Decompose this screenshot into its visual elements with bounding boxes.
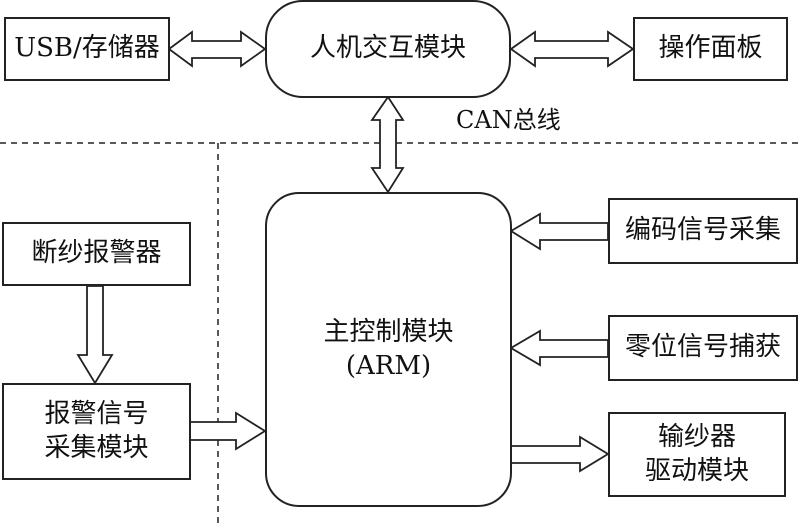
operation-panel-node: 操作面板 [633, 17, 788, 81]
usb-storage-node: USB/存储器 [4, 17, 170, 81]
zero-signal-capture-label: 零位信号捕获 [624, 332, 781, 363]
alarm-signal-acq-node: 报警信号 采集模块 [2, 383, 191, 480]
yarn-break-alarm-node: 断纱报警器 [2, 222, 191, 286]
encoder-signal-acq-node: 编码信号采集 [608, 198, 798, 264]
arrow-acq-to-main [189, 411, 267, 451]
alarm-signal-acq-label-line1: 报警信号 [44, 398, 149, 429]
arrow-usb-hmi [167, 30, 267, 68]
usb-storage-label: USB/存储器 [14, 33, 160, 64]
can-bus-label: CAN总线 [456, 106, 561, 134]
yarn-feeder-driver-node: 输纱器 驱动模块 [608, 412, 786, 497]
alarm-signal-acq-label-line2: 采集模块 [44, 432, 149, 463]
operation-panel-label: 操作面板 [658, 33, 763, 64]
encoder-signal-acq-label: 编码信号采集 [624, 215, 781, 246]
yarn-break-alarm-label: 断纱报警器 [31, 238, 162, 269]
arrow-encoder-to-main [509, 212, 609, 251]
arrow-alarm-to-acq [76, 285, 114, 385]
arrow-hmi-panel [509, 30, 635, 68]
zero-signal-capture-node: 零位信号捕获 [608, 315, 798, 381]
yarn-feeder-driver-label-line1: 输纱器 [657, 421, 736, 452]
arrow-can-bus [370, 95, 405, 194]
arrow-zero-to-main [509, 329, 609, 367]
main-control-sublabel: (ARM) [345, 350, 432, 381]
main-control-label: 主控制模块 [323, 316, 454, 347]
main-control-node: 主控制模块 (ARM) [265, 192, 512, 507]
hmi-module-label: 人机交互模块 [309, 33, 466, 64]
yarn-feeder-driver-label-line2: 驱动模块 [644, 455, 749, 486]
arrow-main-to-feeder [510, 435, 610, 473]
hmi-module-node: 人机交互模块 [265, 0, 511, 98]
